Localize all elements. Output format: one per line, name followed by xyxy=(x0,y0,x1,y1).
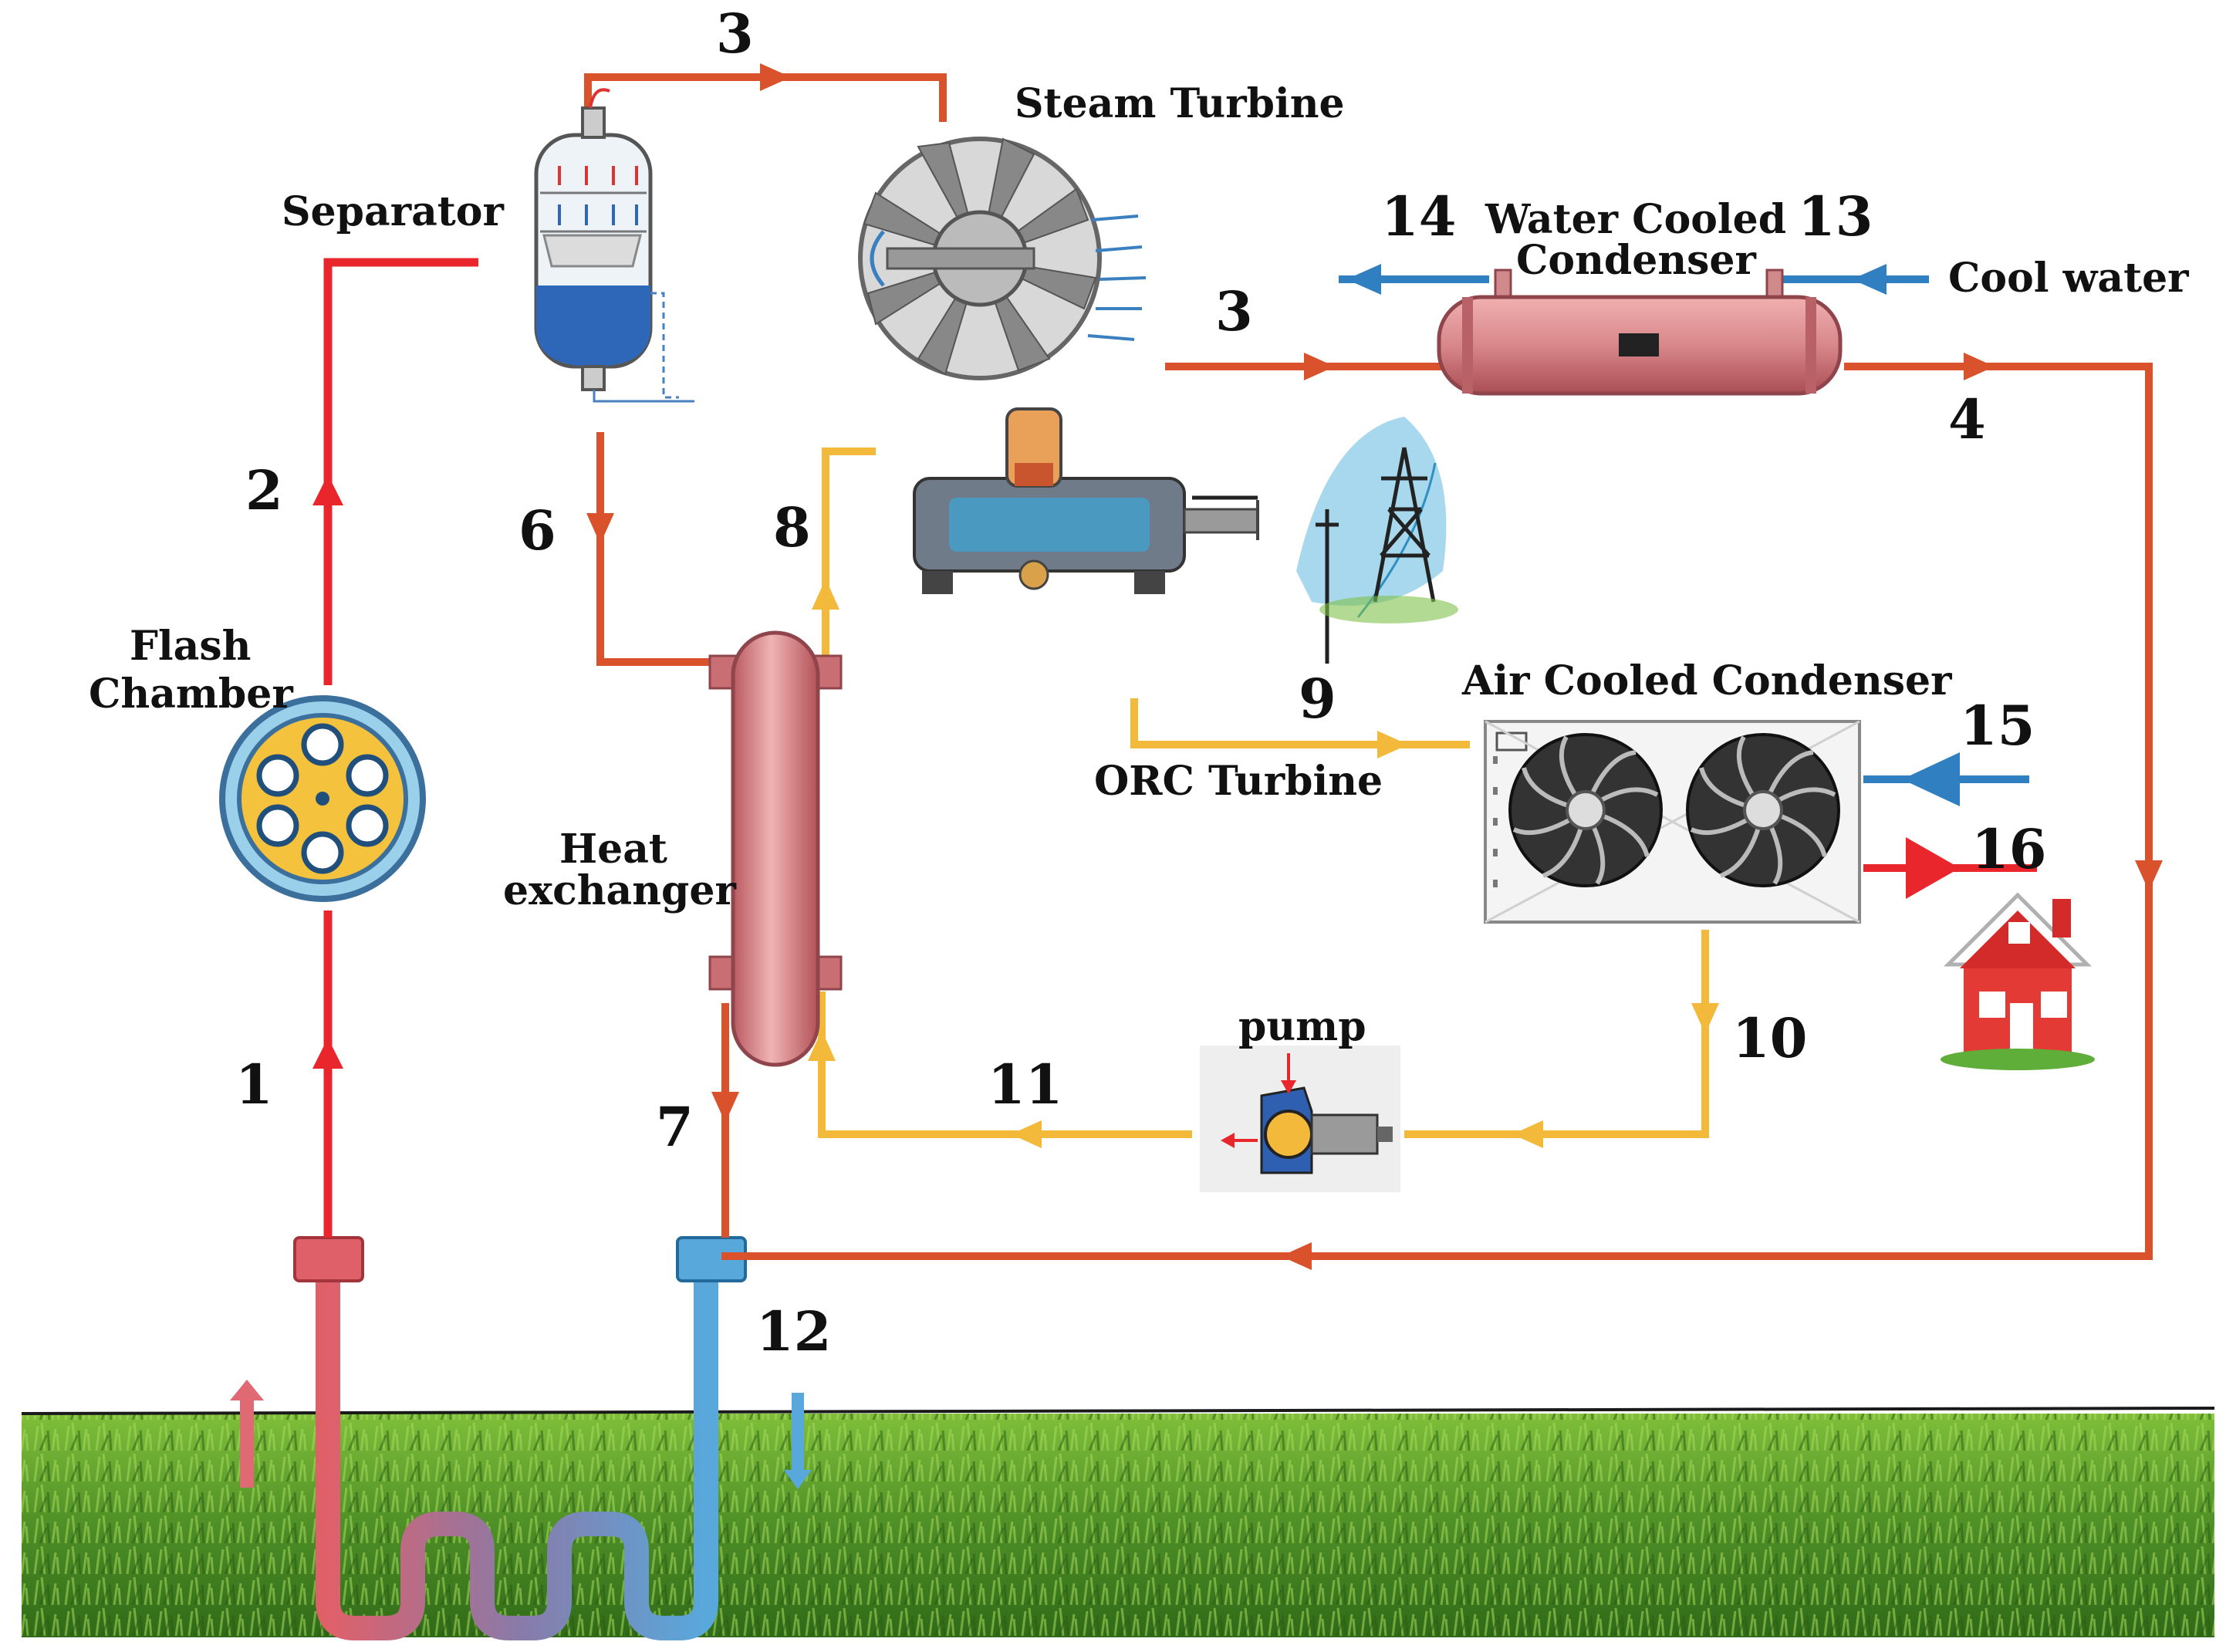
separator-icon xyxy=(534,88,694,403)
state-point-9: 9 xyxy=(1299,667,1336,731)
power-tower-icon xyxy=(1296,417,1458,664)
state-point-6: 6 xyxy=(518,498,556,562)
heat-exchanger-icon xyxy=(708,630,843,1067)
well-icon xyxy=(230,1236,812,1640)
fan-condenser-icon xyxy=(1484,720,1861,924)
line-hot-geofluid xyxy=(323,258,478,1238)
state-point-10: 10 xyxy=(1732,1006,1807,1070)
flow-arrow-9 xyxy=(1377,731,1408,758)
state-point-13: 13 xyxy=(1798,184,1873,248)
ground xyxy=(21,1407,2215,1637)
state-point-14: 14 xyxy=(1381,184,1456,248)
flow-arrow-3-mid xyxy=(1304,353,1335,380)
label-pump: pump xyxy=(1238,1003,1366,1050)
label-separator: Separator xyxy=(282,188,504,235)
flow-arrow-10 xyxy=(1691,1003,1719,1034)
orc-turbine-icon xyxy=(913,407,1259,594)
flow-arrow-3-top xyxy=(760,63,791,91)
condenser-icon xyxy=(1437,269,1843,396)
label-heat-exchanger-1: Heat xyxy=(559,826,667,873)
state-point-2: 2 xyxy=(245,458,283,522)
flash-chamber-icon xyxy=(219,695,426,902)
state-point-11: 11 xyxy=(988,1052,1062,1117)
flow-arrow-16 xyxy=(1906,837,1960,899)
state-point-1: 1 xyxy=(235,1052,273,1117)
state-point-3-mid: 3 xyxy=(1215,279,1253,343)
label-flash-chamber-1: Flash xyxy=(130,623,251,670)
flow-arrow-11b xyxy=(1011,1120,1042,1148)
fan-right xyxy=(1686,733,1840,887)
flow-arrow-14 xyxy=(1346,264,1381,295)
state-point-3-top: 3 xyxy=(716,2,754,66)
fan-left xyxy=(1508,733,1663,887)
flow-arrow-15 xyxy=(1902,752,1960,806)
flow-arrow-11a xyxy=(1512,1120,1543,1148)
state-point-16: 16 xyxy=(1971,817,2046,881)
label-cool-water: Cool water xyxy=(1948,255,2189,302)
flow-arrow-1 xyxy=(312,1038,343,1069)
pump-icon xyxy=(1200,1046,1400,1192)
label-steam-turbine: Steam Turbine xyxy=(1015,80,1345,127)
label-heat-exchanger-2: exchanger xyxy=(503,867,736,914)
flow-arrow-11c xyxy=(808,1030,836,1061)
flow-arrow-6 xyxy=(586,513,614,544)
flow-arrow-8 xyxy=(812,579,839,610)
flow-arrow-2 xyxy=(312,475,343,505)
house-icon xyxy=(1941,892,2095,1070)
flow-arrow-13 xyxy=(1852,264,1887,295)
state-point-7: 7 xyxy=(656,1095,694,1159)
label-flash-chamber-2: Chamber xyxy=(89,671,293,718)
label-orc-turbine: ORC Turbine xyxy=(1094,758,1383,805)
steam-turbine-icon xyxy=(858,137,1147,380)
state-point-12: 12 xyxy=(756,1299,831,1363)
flow-arrow-return-left xyxy=(1281,1242,1312,1270)
flow-arrow-return-down xyxy=(2135,860,2163,891)
label-water-cooled-condenser-2: Condenser xyxy=(1516,237,1756,284)
state-point-4: 4 xyxy=(1948,387,1986,451)
label-water-cooled-condenser-1: Water Cooled xyxy=(1485,196,1786,243)
state-point-8: 8 xyxy=(773,495,811,559)
state-point-15: 15 xyxy=(1960,694,2035,758)
flow-arrow-7 xyxy=(711,1092,739,1123)
label-air-cooled-condenser: Air Cooled Condenser xyxy=(1461,657,1952,704)
flow-arrow-4 xyxy=(1964,353,1995,380)
